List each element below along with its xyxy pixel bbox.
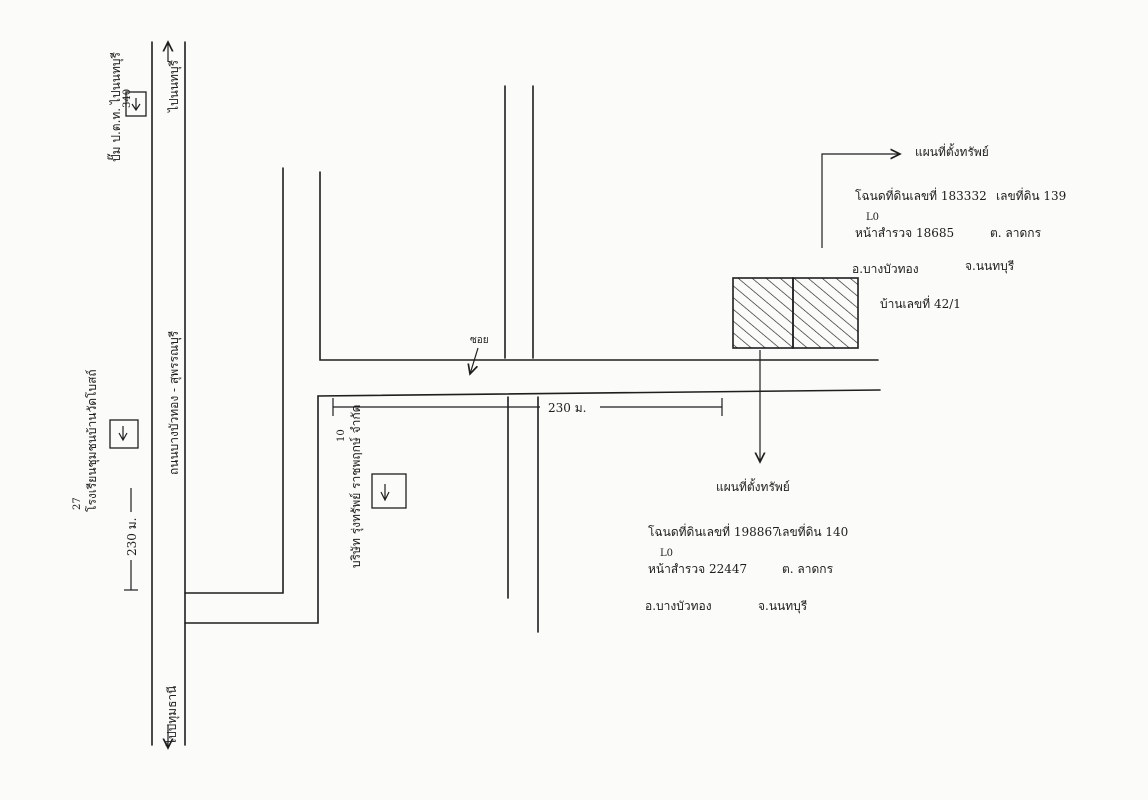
parcel-1-land-no: เลขที่ดิน 139 bbox=[996, 187, 1066, 203]
highway-label: ถนนบางบัวทอง - สุพรรณบุรี bbox=[167, 330, 182, 475]
to-nonthaburi-label: ไปนนทบุรี bbox=[167, 59, 182, 113]
parcel-1-district: อ.บางบัวทอง bbox=[852, 262, 919, 276]
connector-label: ซอย bbox=[470, 335, 489, 346]
parcel-2-land-no: เลขที่ดิน 140 bbox=[778, 523, 848, 539]
parcel-1-deed: โฉนดที่ดินเลขที่ 183332 bbox=[855, 187, 987, 203]
soi-pointer bbox=[470, 347, 479, 374]
company-number: 10 bbox=[336, 429, 347, 442]
parcel-2-province: จ.นนทบุรี bbox=[758, 599, 808, 614]
parcel-1-province: จ.นนทบุรี bbox=[965, 259, 1015, 274]
parcel-1-survey: หน้าสำรวจ 18685 bbox=[855, 226, 954, 240]
school-number: 27 bbox=[72, 497, 83, 510]
distance-horizontal-label: 230 ม. bbox=[548, 401, 586, 415]
parcel-2-plot bbox=[792, 277, 859, 349]
company-marker-symbol bbox=[380, 484, 390, 502]
side-road-upper bbox=[319, 171, 879, 361]
parcel-2-district: อ.บางบัวทอง bbox=[645, 599, 712, 613]
connector-road-lower bbox=[184, 389, 881, 624]
company-marker bbox=[371, 473, 407, 509]
petrol-station-label: ปั๊ม ป.ต.ท. ไปนนทบุรี bbox=[107, 51, 124, 162]
petrol-station-marker bbox=[125, 91, 147, 117]
school-marker bbox=[109, 419, 139, 449]
parcel-1-info: แผนที่ตั้งทรัพย์ โฉนดที่ดินเลขที่ 183332… bbox=[852, 143, 1066, 311]
petrol-station-marker-symbol bbox=[131, 98, 141, 112]
parcel-2-deed: โฉนดที่ดินเลขที่ 198867 bbox=[648, 523, 780, 539]
parcel-1-address: บ้านเลขที่ 42/1 bbox=[880, 295, 961, 311]
parcel-1-plot bbox=[732, 277, 794, 349]
parcel-2-survey: หน้าสำรวจ 22447 bbox=[648, 562, 747, 576]
parcel-1-survey-mark: L0 bbox=[866, 212, 879, 223]
distance-vertical-label: 230 ม. bbox=[125, 518, 139, 556]
parcel-1-heading: แผนที่ตั้งทรัพย์ bbox=[915, 143, 989, 159]
parcel-2-survey-mark: L0 bbox=[660, 548, 673, 559]
parcel-1-leader bbox=[821, 154, 900, 248]
parcel-1-tambon: ต. ลาดกร bbox=[990, 226, 1042, 240]
to-pathumthani-label: ไปปทุมธานี bbox=[165, 686, 180, 746]
school-marker-symbol bbox=[118, 426, 128, 442]
company-label: บริษัท รุ่งทรัพย์ ราชพฤกษ์ จำกัด bbox=[349, 405, 364, 568]
school-label: โรงเรียนชุมชนบ้านวัดโบสถ์ bbox=[85, 369, 100, 512]
connector-road-upper bbox=[184, 167, 284, 594]
parcel-2-heading: แผนที่ตั้งทรัพย์ bbox=[716, 478, 790, 494]
parcel-2-info: แผนที่ตั้งทรัพย์ โฉนดที่ดินเลขที่ 198867… bbox=[645, 478, 848, 614]
petrol-km-label: 340 bbox=[122, 89, 133, 108]
parcel-2-tambon: ต. ลาดกร bbox=[782, 562, 834, 576]
